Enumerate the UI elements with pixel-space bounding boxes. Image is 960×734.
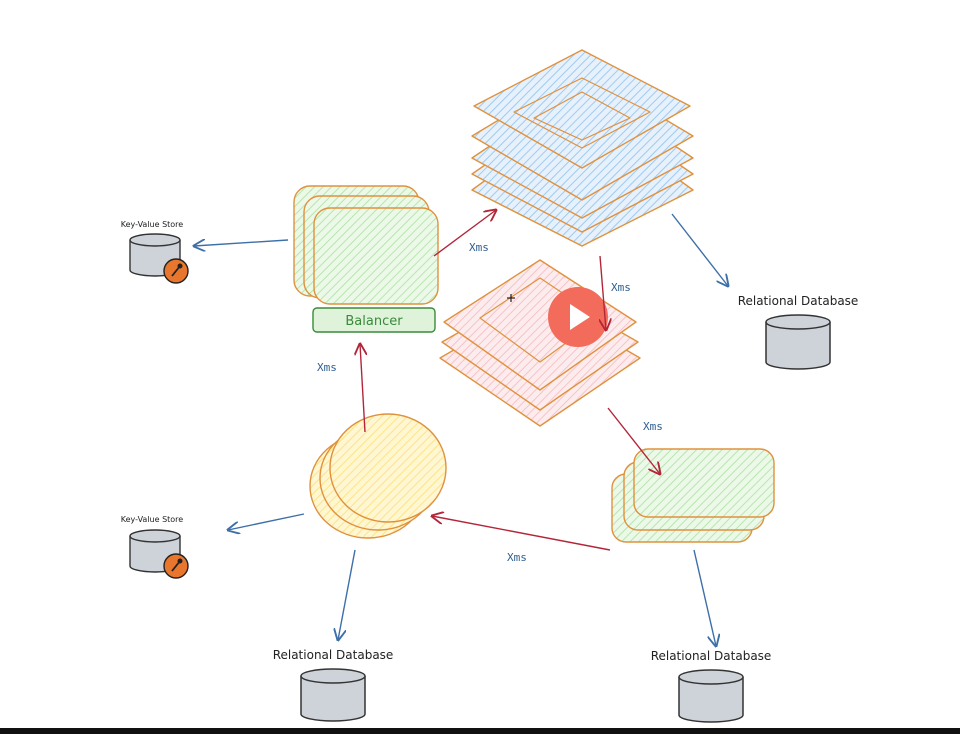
kv-store-label: Key-Value Store xyxy=(121,515,184,524)
green-service-cluster[interactable] xyxy=(611,448,775,543)
key-icon xyxy=(163,553,189,579)
xms-label: Xms xyxy=(611,281,631,294)
database-icon xyxy=(678,669,744,723)
yellow-server-cluster[interactable] xyxy=(309,413,447,539)
relational-db-label: Relational Database xyxy=(273,648,394,662)
database-icon xyxy=(300,668,366,722)
key-value-store-top[interactable]: Key-Value Store xyxy=(121,220,189,284)
database-icon xyxy=(765,314,831,370)
relational-db-label: Relational Database xyxy=(738,294,859,308)
balancer-label: Balancer xyxy=(345,314,403,329)
bottom-bar xyxy=(0,728,960,734)
xms-label: Xms xyxy=(317,361,337,374)
key-value-store-bottom[interactable]: Key-Value Store xyxy=(121,515,189,579)
green-server-cluster[interactable] xyxy=(293,185,439,305)
blue-server-stack[interactable] xyxy=(471,49,694,247)
relational-database-bottom-right[interactable]: Relational Database xyxy=(651,649,772,723)
relational-database-right[interactable]: Relational Database xyxy=(738,294,859,370)
move-cursor-icon xyxy=(507,294,515,302)
relational-database-bottom-left[interactable]: Relational Database xyxy=(273,648,394,722)
play-icon xyxy=(570,304,590,330)
pink-server-stack[interactable] xyxy=(439,259,641,427)
relational-db-label: Relational Database xyxy=(651,649,772,663)
key-icon xyxy=(163,258,189,284)
arrows xyxy=(194,210,728,646)
play-button[interactable] xyxy=(548,287,608,347)
xms-label: Xms xyxy=(469,241,489,254)
kv-store-label: Key-Value Store xyxy=(121,220,184,229)
xms-label: Xms xyxy=(643,420,663,433)
balancer-box[interactable]: Balancer xyxy=(312,307,436,333)
xms-label: Xms xyxy=(507,551,527,564)
